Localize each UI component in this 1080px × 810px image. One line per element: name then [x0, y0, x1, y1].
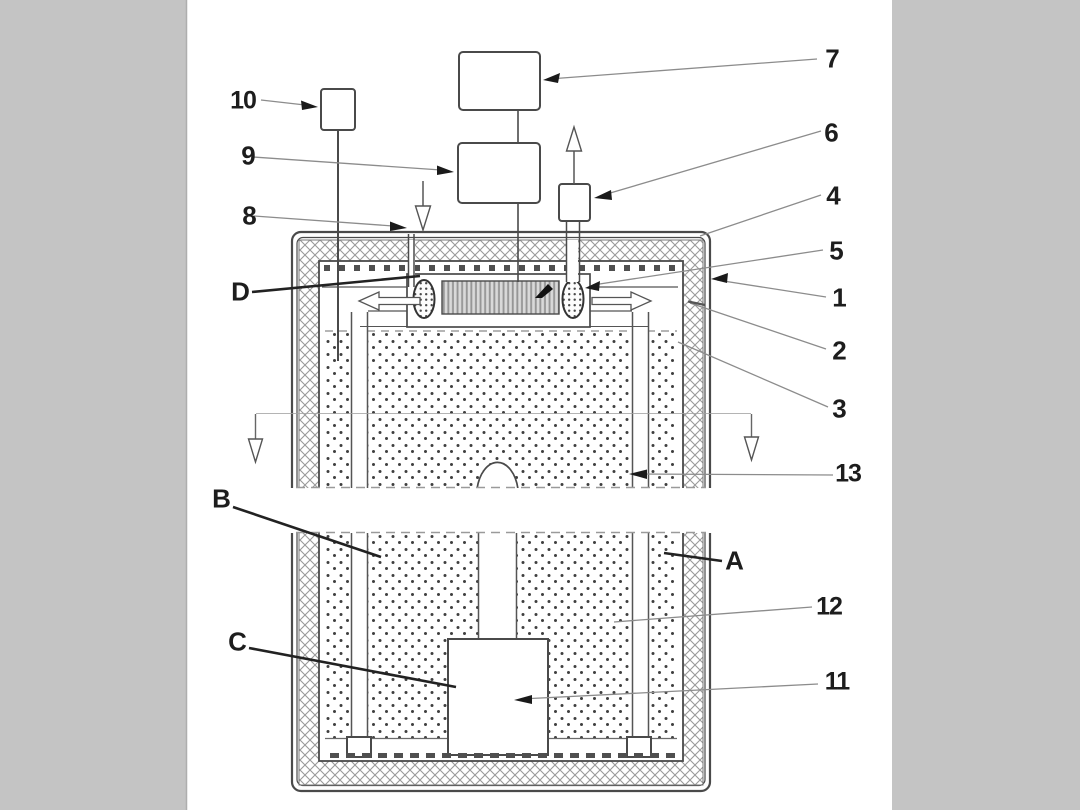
leader-6 — [599, 130, 822, 197]
callout-label-D: D — [231, 276, 250, 307]
leader-B — [232, 505, 382, 559]
leader-D — [251, 274, 421, 294]
callout-label-A: A — [725, 545, 744, 576]
leader-9 — [252, 156, 442, 171]
control-box-9 — [457, 142, 541, 204]
callout-label-11: 11 — [824, 667, 850, 696]
leader-C — [248, 646, 457, 689]
fan-rotor-right — [561, 279, 585, 319]
sensor-box-10 — [320, 88, 356, 131]
callout-label-1: 1 — [832, 282, 847, 313]
callout-label-13: 13 — [835, 459, 862, 488]
leader-5 — [592, 249, 824, 286]
support-block-left — [346, 736, 372, 758]
pedestal-dome — [476, 461, 519, 490]
callout-label-4: 4 — [826, 180, 841, 211]
callout-label-C: C — [228, 626, 247, 657]
callout-label-10: 10 — [230, 86, 257, 115]
control-box-7 — [458, 51, 541, 111]
callout-label-6: 6 — [824, 117, 839, 148]
leader-lines — [252, 58, 834, 700]
ambient-flow-arrow-right-icon — [743, 414, 760, 463]
inlet-port-clear — [408, 240, 415, 285]
leader-10 — [260, 99, 306, 106]
callout-label-8: 8 — [242, 200, 257, 231]
leader-13 — [633, 473, 834, 476]
heater-fan-unit — [406, 273, 591, 328]
leader-2 — [689, 302, 827, 350]
callout-label-B: B — [212, 483, 231, 514]
valve-box-6 — [558, 183, 591, 222]
pedestal-column — [477, 533, 518, 640]
leader-8 — [253, 215, 394, 227]
callout-label-5: 5 — [829, 235, 844, 266]
leader-3 — [677, 341, 829, 408]
callout-label-9: 9 — [241, 140, 256, 171]
flow-arrow-left-icon — [357, 290, 421, 312]
callout-label-2: 2 — [832, 335, 847, 366]
leader-2-tick — [687, 300, 706, 307]
crucible-box — [447, 638, 549, 756]
callout-label-12: 12 — [816, 592, 843, 621]
leader-A — [663, 551, 723, 563]
callout-label-7: 7 — [825, 43, 840, 74]
letter-leader-lines — [232, 274, 723, 689]
outlet-pipes — [565, 221, 581, 282]
leader-7 — [548, 58, 818, 80]
leader-4 — [699, 194, 822, 237]
leader-11 — [520, 683, 819, 700]
leader-arrowheads — [301, 73, 728, 704]
leader-1 — [716, 279, 827, 298]
callout-label-3: 3 — [832, 393, 847, 424]
pointer-flag — [535, 284, 553, 298]
flow-arrow-right-icon — [591, 290, 653, 312]
figure-break — [268, 486, 733, 534]
gas-out-arrow-icon — [565, 124, 583, 184]
gas-in-arrow-icon — [414, 181, 432, 233]
ambient-flow-arrow-left-icon — [247, 414, 264, 465]
leader-12 — [613, 606, 813, 623]
outlet-port-clear — [567, 240, 578, 282]
